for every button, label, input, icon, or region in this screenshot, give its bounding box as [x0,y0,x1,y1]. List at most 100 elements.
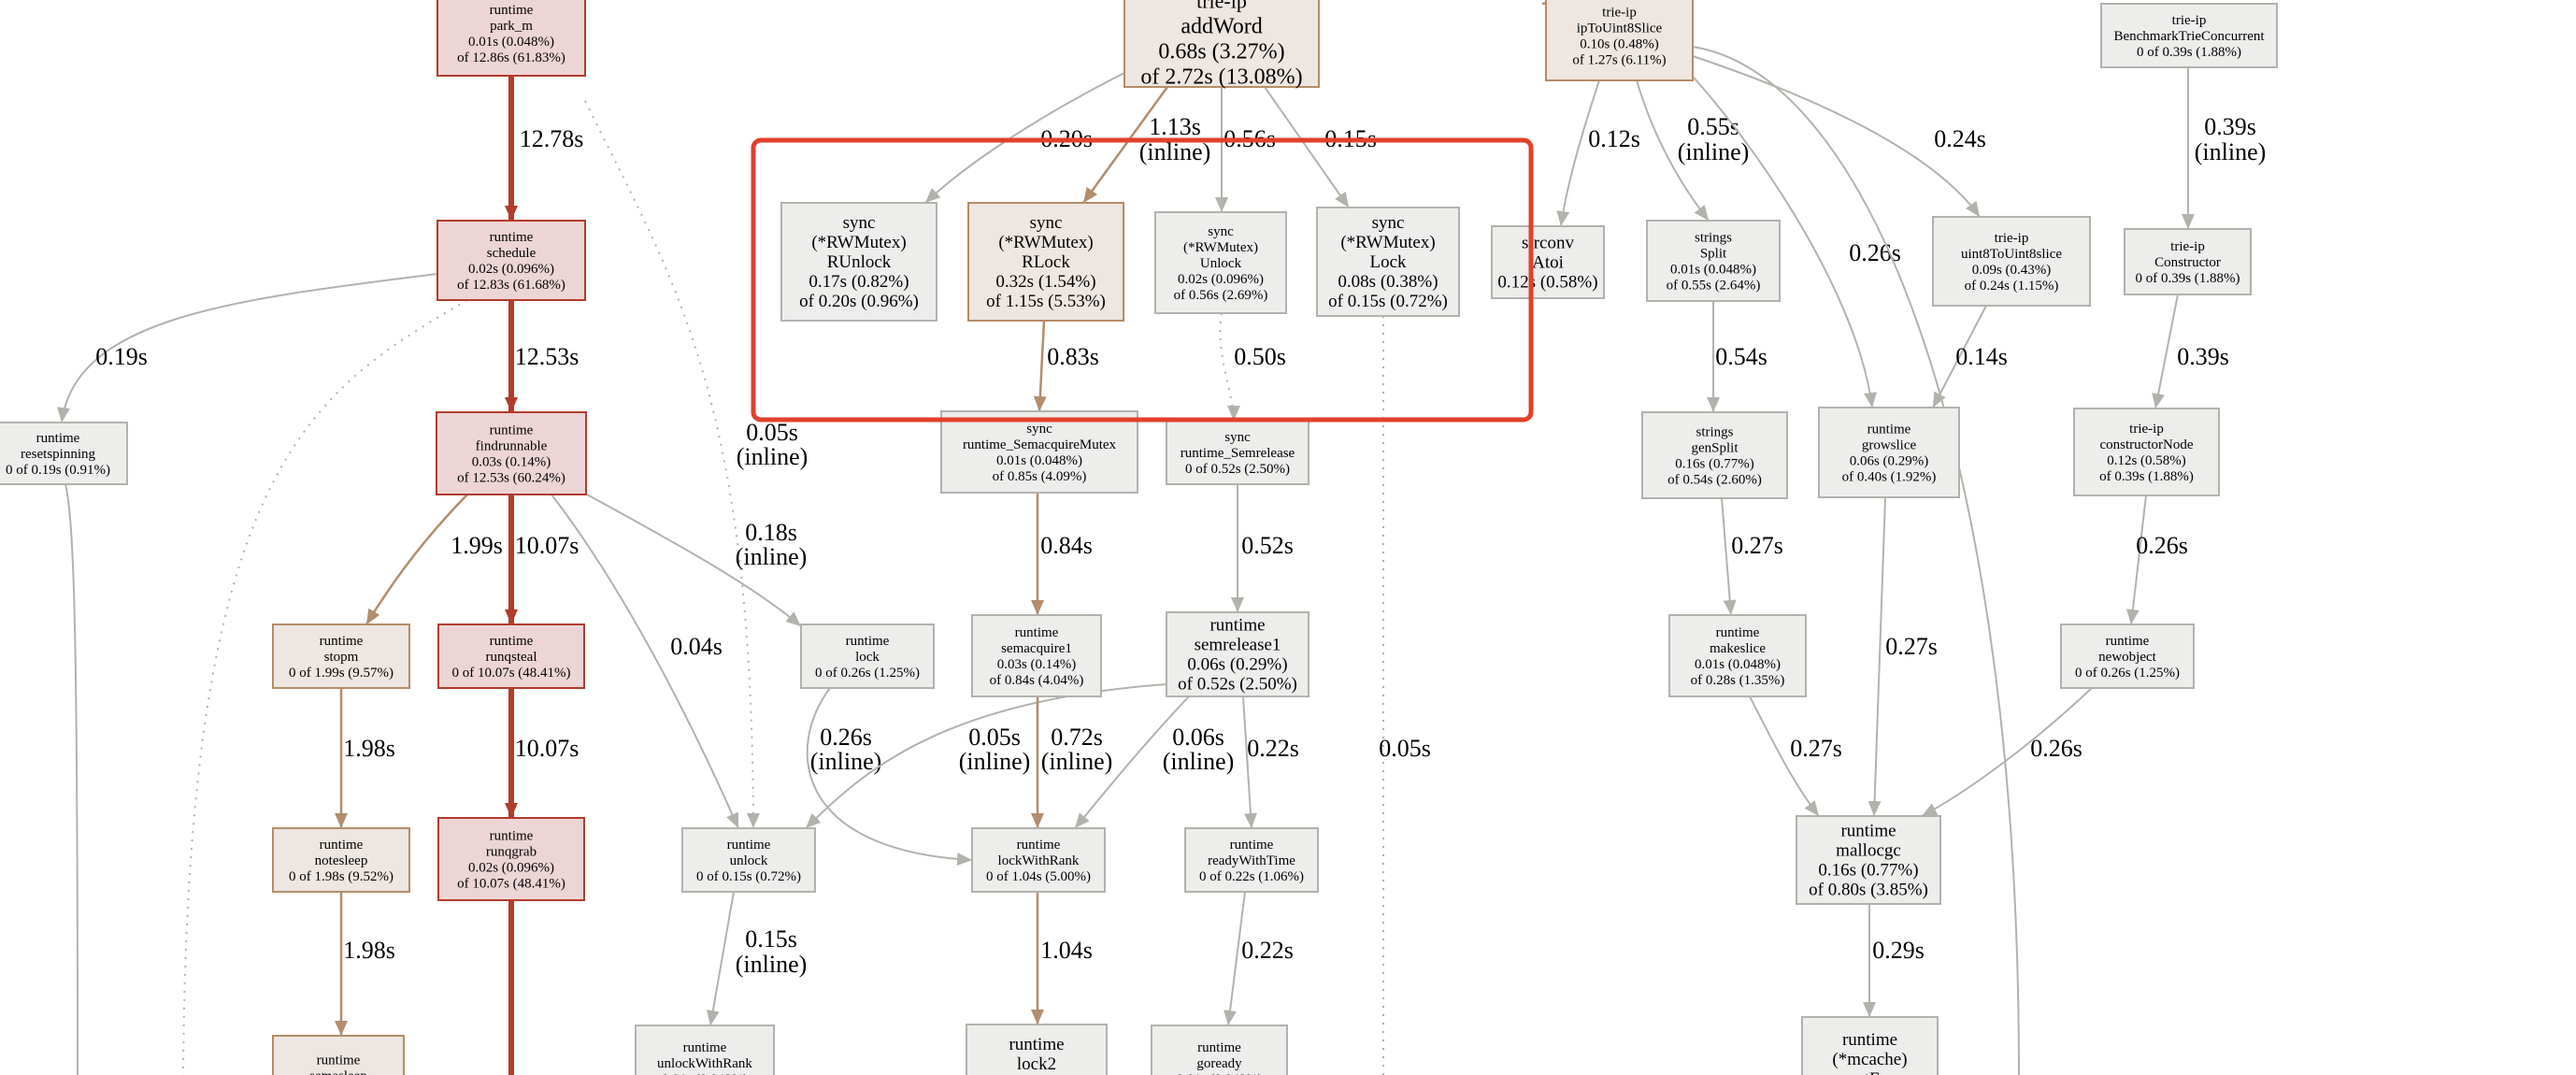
edge-line [1868,496,1886,817]
edge-sched-reset: 0.19s [57,273,438,423]
node-nextfree[interactable]: runtime(*mcache)nextFree [1801,1016,1939,1075]
node-line: RUnlock [827,252,892,272]
node-line: Atoi [1532,252,1564,272]
node-package: runtime [490,828,534,843]
edge-gensplit-make: 0.27s [1721,497,1783,616]
node-line: 0.03s (0.14%) [472,454,551,469]
node-box [1646,220,1781,302]
edge-weight-label: 0.14s [1955,343,2008,370]
node-unlockwithrank[interactable]: runtimeunlockWithRank0.01s (0.048%) [635,1025,775,1075]
node-line: 0 of 0.39s (1.88%) [2137,45,2241,60]
node-box [1166,611,1309,697]
node-line: 0 of 1.99s (9.57%) [289,666,394,681]
edge-line [551,494,739,829]
node-line: semacquire1 [1001,641,1072,656]
node-lock2[interactable]: runtimelock20.08s (0.38%) [966,1024,1108,1075]
edge-unlock-semrel: 0.50s [1219,312,1286,422]
node-package: trie-ip [1196,0,1247,13]
edge-inline-label: (inline) [959,748,1031,775]
edge-line [365,494,468,625]
node-package: trie-ip [1602,5,1637,20]
node-box [681,827,816,893]
edge-malloc-nextfree: 0.29s [1863,904,1925,1017]
edge-line [2125,494,2147,625]
node-package: trie-ip [2172,13,2207,28]
edge-line [57,273,438,423]
node-line: 0.08s (0.38%) [986,1074,1086,1075]
edge-inline-label: (inline) [1163,748,1235,775]
node-package: trie-ip [1995,231,2029,246]
node-line: constructorNode [2100,437,2194,452]
edge-weight-label: 0.26s [1849,239,1901,266]
node-line: Unlock [1200,256,1242,271]
edge-weight-label: 0.52s [1241,532,1294,559]
edge-add-unlock: 0.56s [1215,87,1276,212]
edge-weight-label: 0.29s [1872,937,1925,964]
node-line: 0.06s (0.29%) [1850,453,1929,468]
edge-find-lock: 0.18s(inline) [584,493,807,627]
node-line: of 0.15s (0.72%) [1328,292,1448,311]
edge-weight-label: 0.26s [820,724,872,751]
edge-ip-atoi: 0.12s [1556,79,1640,227]
edge-line [1074,695,1190,829]
edge-weight-label: 0.22s [1241,937,1294,964]
edge-ip-uint8: 0.24s [1692,55,1986,218]
edge-semrel-semrel1: 0.52s [1231,484,1294,612]
node-box [272,1035,405,1075]
node-line: 0.10s (0.48%) [1580,36,1659,51]
node-box [2073,408,2220,496]
edge-weight-label: 0.84s [1040,532,1093,559]
edge-ip-grow: 0.26s [1686,69,1901,408]
node-line: 0.32s (1.54%) [995,272,1095,292]
node-line: lock [855,650,880,665]
node-line: of 0.24s (1.15%) [1965,279,2059,294]
edge-add-rlock: 1.13s(inline) [1081,86,1211,204]
node-package: runtime [1230,838,1274,853]
node-line: lockWithRank [998,853,1080,868]
node-package: runtime [1716,625,1760,640]
node-package: trie-ip [2129,422,2164,437]
edge-weight-label: 0.06s [1172,724,1224,751]
node-line: of 0.56s (2.69%) [1174,288,1268,303]
node-goready[interactable]: runtimegoready0.01s (0.048%) [1151,1025,1288,1075]
node-box [1491,225,1605,299]
edge-weight-label: 0.19s [95,343,148,370]
node-semasleep[interactable]: runtimesemasleep [272,1035,405,1075]
edge-inline-label: (inline) [1139,138,1211,165]
node-line: mallocgc [1836,840,1901,860]
edge-ready-goready: 0.22s [1224,891,1294,1026]
